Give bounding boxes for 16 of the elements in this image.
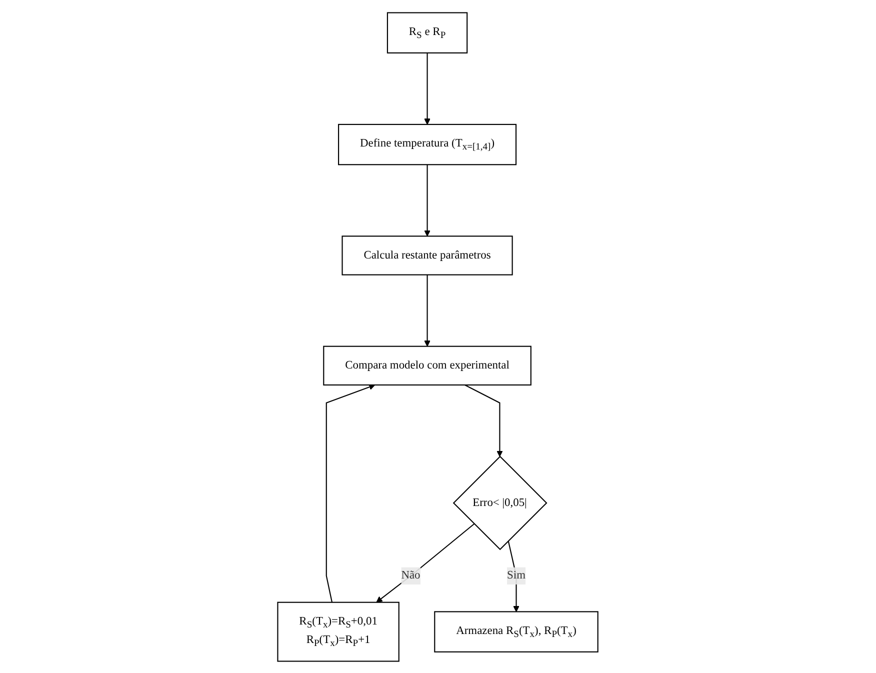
- arrow: [376, 522, 475, 602]
- node-box: Armazena R$_{S}$(T$_{x}$), R$_{P}$(T$_{x}$): [434, 610, 599, 652]
- arrow: [464, 384, 504, 456]
- edge-label: Não: [401, 568, 420, 582]
- node-box: Calcula restante parâmetros: [342, 235, 514, 275]
- node-diamond: Erro< |0,05|: [453, 455, 548, 550]
- node-box: R$_{S}$ e R$_{P}$: [387, 12, 468, 53]
- arrow: [424, 164, 431, 236]
- arrow: [424, 52, 431, 124]
- arrow: [424, 274, 431, 346]
- node-box: Compara modelo com experimental: [323, 345, 532, 386]
- node-box: Define temperatura (T$_{x=[1,4]}$): [338, 123, 517, 165]
- arrow: [326, 384, 376, 602]
- node-box: R$_{S}$(T$_{x}$)=R$_{S}$+0,01 R$_{P}$(T$_{x}$)=R$_{P}$+1: [277, 601, 400, 662]
- edge-label: Sim: [507, 568, 526, 582]
- arrow: [508, 540, 520, 612]
